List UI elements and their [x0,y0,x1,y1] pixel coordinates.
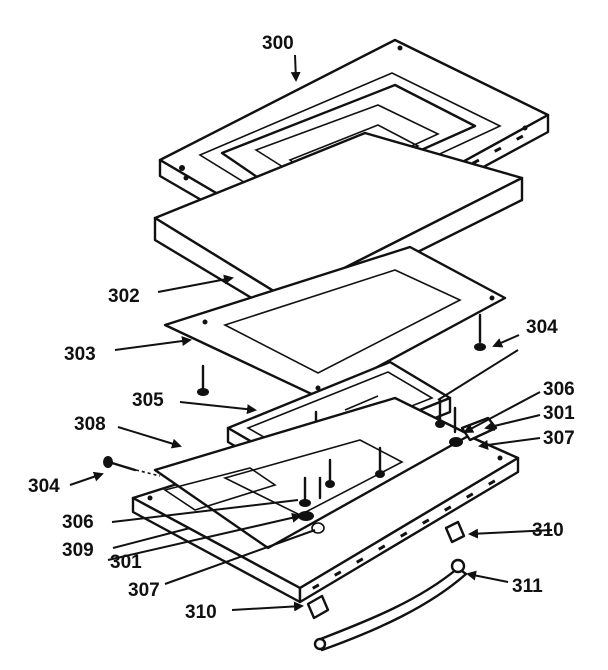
callout-301-right: 301 [543,403,575,424]
callout-309: 309 [62,540,94,561]
callout-304-left: 304 [28,476,60,497]
callout-306-right: 306 [543,379,575,400]
callout-310-left: 310 [185,602,217,623]
screw-304-right [474,313,486,351]
clip-assembly-left [298,476,325,534]
bumper-310-right [444,520,466,544]
callout-303: 303 [64,344,96,365]
callout-labels: 300 302 303 304 305 306 301 307 308 304 … [28,33,575,623]
screw-304-left [103,456,161,477]
bumper-310-left [306,594,330,620]
callout-307-left: 307 [128,580,160,601]
part-303-plate [163,245,507,400]
callout-302: 302 [108,286,140,307]
leader-lines [69,54,553,612]
callout-301-left: 301 [110,552,142,573]
screw-left [197,364,209,396]
handle-311 [313,558,468,652]
callout-306-left: 306 [62,512,94,533]
callout-305: 305 [132,390,164,411]
callout-311: 311 [512,576,543,597]
callout-307-right: 307 [543,428,575,449]
callout-310-right: 310 [532,520,564,541]
callout-304-upper: 304 [526,317,558,338]
callout-308: 308 [74,414,106,435]
callout-300: 300 [262,33,294,54]
